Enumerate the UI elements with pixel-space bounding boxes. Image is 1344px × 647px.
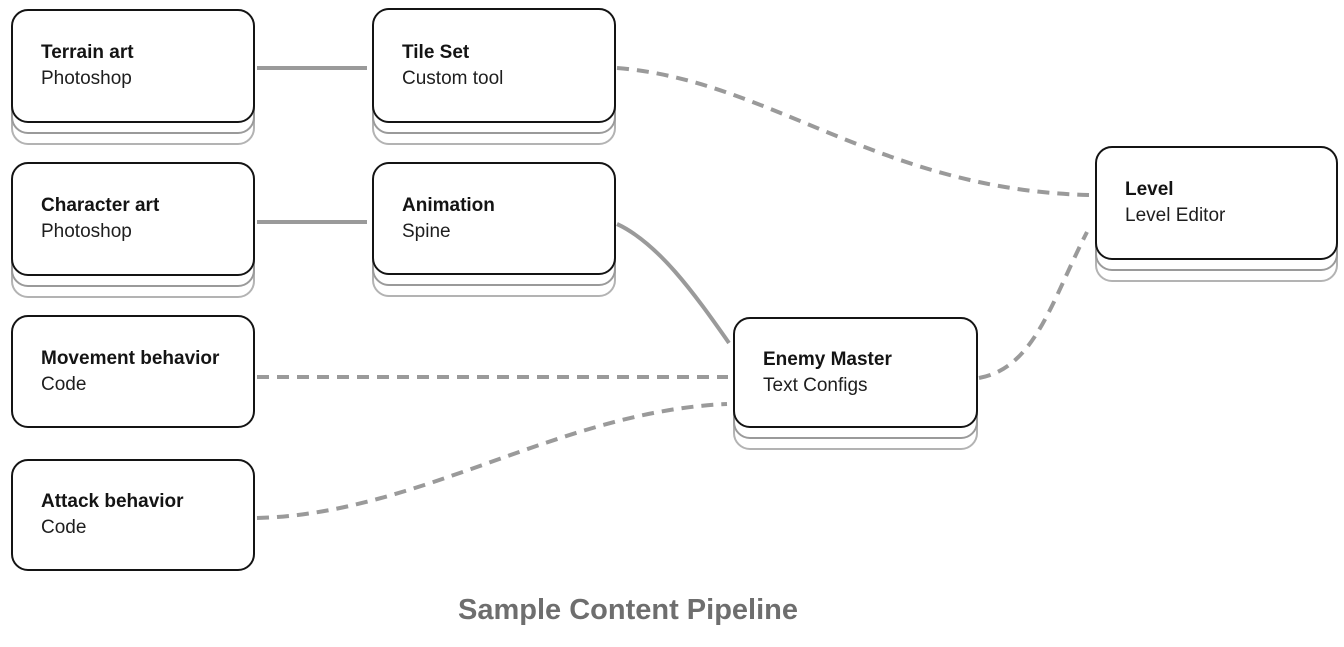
- node-tile-set: Tile Set Custom tool: [372, 8, 616, 123]
- edge-attack-behavior-to-enemy-master: [256, 402, 728, 520]
- node-card: Character art Photoshop: [11, 162, 255, 276]
- node-subtitle: Text Configs: [763, 374, 868, 396]
- node-card: Enemy Master Text Configs: [733, 317, 978, 428]
- node-animation: Animation Spine: [372, 162, 616, 275]
- edge-animation-to-enemy-master: [616, 222, 731, 345]
- node-attack-behavior: Attack behavior Code: [11, 459, 255, 571]
- node-subtitle: Spine: [402, 220, 451, 242]
- node-title: Attack behavior: [41, 491, 184, 512]
- node-card: Tile Set Custom tool: [372, 8, 616, 123]
- node-subtitle: Photoshop: [41, 68, 132, 89]
- node-subtitle: Level Editor: [1125, 205, 1226, 226]
- node-subtitle: Code: [41, 517, 87, 538]
- node-title: Tile Set: [402, 41, 470, 63]
- node-card: Movement behavior Code: [11, 315, 255, 428]
- node-title: Character art: [41, 195, 160, 216]
- node-subtitle: Photoshop: [41, 221, 132, 242]
- node-character-art: Character art Photoshop: [11, 162, 255, 276]
- node-title: Level: [1125, 179, 1174, 200]
- node-title: Terrain art: [41, 42, 134, 63]
- node-subtitle: Custom tool: [402, 67, 504, 89]
- node-title: Movement behavior: [41, 347, 220, 369]
- node-terrain-art: Terrain art Photoshop: [11, 9, 255, 123]
- node-card: Animation Spine: [372, 162, 616, 275]
- node-title: Animation: [402, 194, 495, 216]
- node-title: Enemy Master: [763, 348, 892, 370]
- node-movement-behavior: Movement behavior Code: [11, 315, 255, 428]
- node-level: Level Level Editor: [1095, 146, 1338, 260]
- edge-tile-set-to-level: [616, 66, 1090, 197]
- node-card: Attack behavior Code: [11, 459, 255, 571]
- node-subtitle: Code: [41, 373, 87, 395]
- node-card: Level Level Editor: [1095, 146, 1338, 260]
- edge-enemy-master-to-level: [978, 231, 1089, 380]
- node-enemy-master: Enemy Master Text Configs: [733, 317, 978, 428]
- diagram-caption: Sample Content Pipeline: [458, 594, 798, 626]
- node-card: Terrain art Photoshop: [11, 9, 255, 123]
